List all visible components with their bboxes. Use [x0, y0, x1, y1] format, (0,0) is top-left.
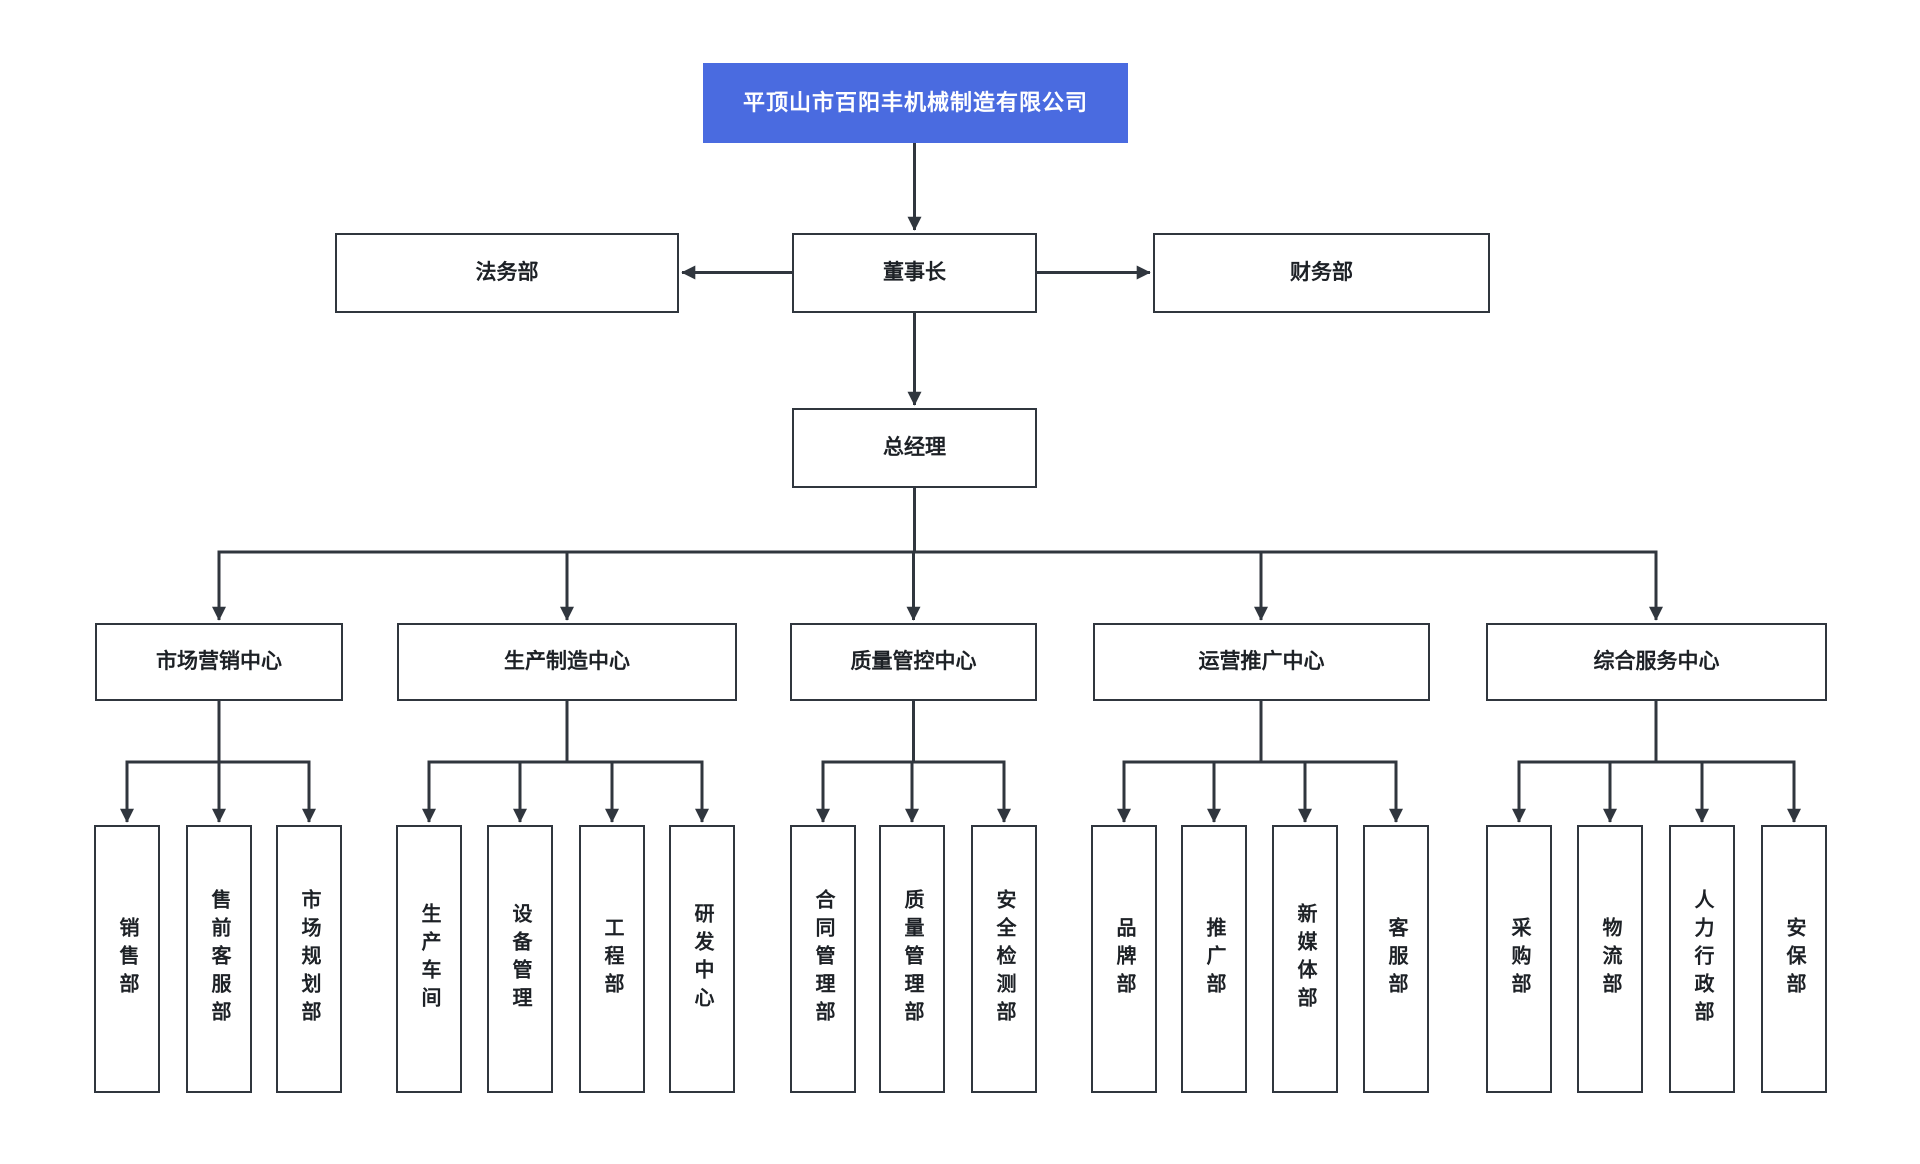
dept-node-engineering: 工程部 [579, 825, 645, 1093]
dept-node-logistics: 物流部 [1577, 825, 1643, 1093]
dept-node-brand: 品牌部 [1091, 825, 1157, 1093]
dept-node-equipment-management: 设备管理 [487, 825, 553, 1093]
dept-node-market-planning: 市场规划部 [276, 825, 342, 1093]
dept-node-security: 安保部 [1761, 825, 1827, 1093]
dept-node-hr-admin: 人力行政部 [1669, 825, 1735, 1093]
company-root-node: 平顶山市百阳丰机械制造有限公司 [703, 63, 1128, 143]
dept-node-rd-center: 研发中心 [669, 825, 735, 1093]
connector-marketing-departments [120, 701, 316, 823]
dept-node-promotion: 推广部 [1181, 825, 1247, 1093]
quality-center-node: 质量管控中心 [790, 623, 1037, 701]
service-center-node: 综合服务中心 [1486, 623, 1827, 701]
dept-node-new-media: 新媒体部 [1272, 825, 1338, 1093]
chairman-node: 董事长 [792, 233, 1037, 313]
dept-node-procurement: 采购部 [1486, 825, 1552, 1093]
dept-node-customer-service: 客服部 [1363, 825, 1429, 1093]
connector-production-departments [422, 701, 709, 823]
connector-operation-departments [1117, 701, 1403, 823]
legal-department-node: 法务部 [335, 233, 679, 313]
dept-node-production-workshop: 生产车间 [396, 825, 462, 1093]
dept-node-safety-inspection: 安全检测部 [971, 825, 1037, 1093]
dept-node-quality-management: 质量管理部 [879, 825, 945, 1093]
operation-center-node: 运营推广中心 [1093, 623, 1430, 701]
dept-node-sales: 销售部 [94, 825, 160, 1093]
connector-service-departments [1512, 701, 1801, 823]
production-center-node: 生产制造中心 [397, 623, 737, 701]
dept-node-presales-service: 售前客服部 [186, 825, 252, 1093]
connector-gm-centers [212, 488, 1663, 621]
general-manager-node: 总经理 [792, 408, 1037, 488]
dept-node-contract-management: 合同管理部 [790, 825, 856, 1093]
connector-quality-departments [816, 701, 1011, 823]
marketing-center-node: 市场营销中心 [95, 623, 343, 701]
finance-department-node: 财务部 [1153, 233, 1490, 313]
